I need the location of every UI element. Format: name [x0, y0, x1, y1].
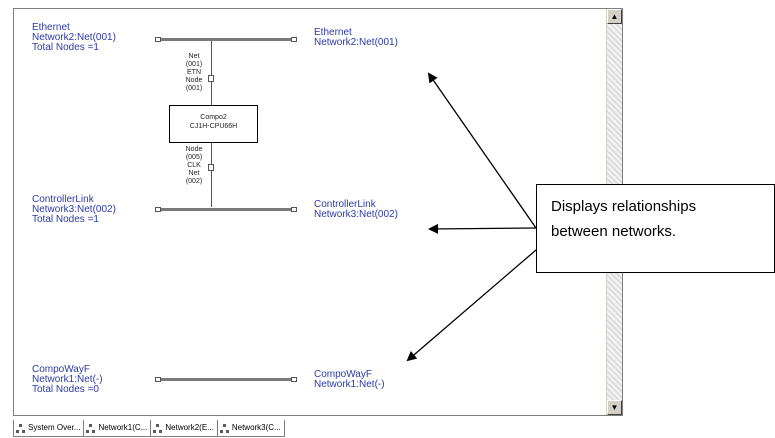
tab-network1[interactable]: Network1(C... [83, 420, 152, 437]
plc-node-box[interactable]: Compo2 CJ1H-CPU66H [169, 105, 258, 143]
node-label: Node [185, 146, 203, 153]
scroll-up-button[interactable]: ▲ [607, 9, 622, 24]
network-port-right[interactable] [291, 377, 297, 382]
node-count-label: Total Nodes =1 [32, 214, 99, 225]
network-port-left[interactable] [155, 37, 161, 42]
node-number: (005) [185, 154, 203, 161]
network-icon [219, 423, 230, 433]
view-tab-bar: System Over... Network1(C... Network2(E.… [13, 420, 285, 438]
tab-label: System Over... [28, 423, 81, 432]
network-type-label: Ethernet [314, 27, 352, 38]
node-label: Node [185, 77, 203, 84]
network-type-label: CompoWayF [32, 364, 90, 375]
compowayf-network-bus[interactable] [161, 378, 291, 381]
link-type: CLK [187, 162, 201, 169]
link-type: ETN [187, 69, 201, 76]
network-icon [86, 423, 96, 433]
annotation-callout: Displays relationships between networks. [536, 184, 775, 273]
network-icon [16, 423, 26, 433]
compowayf-network-info: CompoWayF Network1:Net(-) Total Nodes =0 [32, 365, 103, 395]
net-number: (001) [185, 61, 203, 68]
controllerlink-link-labels: Node (005) CLK Net (002) [181, 146, 207, 186]
network-port-right[interactable] [291, 37, 297, 42]
net-label: Net [188, 170, 200, 177]
controllerlink-unit-icon[interactable] [208, 164, 214, 171]
net-label: Net [188, 53, 200, 60]
node-count-label: Total Nodes =1 [32, 42, 99, 53]
ethernet-network-right-label: Ethernet Network2:Net(001) [314, 28, 398, 48]
controllerlink-network-bus[interactable] [161, 208, 291, 211]
tab-network3[interactable]: Network3(C... [216, 420, 285, 437]
network-id-label: Network3:Net(002) [32, 204, 116, 215]
tab-system-overview[interactable]: System Over... [13, 420, 85, 437]
network-id-label: Network3:Net(002) [314, 209, 398, 220]
callout-line-2: between networks. [551, 223, 677, 240]
network-type-label: CompoWayF [314, 369, 372, 380]
ethernet-connection-line [211, 41, 212, 105]
network-port-right[interactable] [291, 207, 297, 212]
network-type-label: ControllerLink [32, 194, 94, 205]
network-icon [153, 423, 163, 433]
tab-label: Network3(C... [231, 423, 281, 432]
tab-label: Network1(C... [98, 423, 148, 432]
tab-network2[interactable]: Network2(E... [150, 420, 218, 437]
compowayf-network-right-label: CompoWayF Network1:Net(-) [314, 370, 385, 390]
ethernet-network-bus[interactable] [161, 38, 291, 41]
network-id-label: Network2:Net(001) [32, 32, 116, 43]
network-type-label: ControllerLink [314, 199, 376, 210]
network-id-label: Network1:Net(-) [314, 379, 385, 390]
ethernet-link-labels: Net (001) ETN Node (001) [181, 53, 207, 93]
network-port-left[interactable] [155, 377, 161, 382]
cropped-heading-area [0, 0, 775, 5]
tab-label: Network2(E... [165, 423, 214, 432]
network-id-label: Network2:Net(001) [314, 37, 398, 48]
network-diagram-canvas: Ethernet Network2:Net(001) Total Nodes =… [14, 9, 608, 415]
network-type-label: Ethernet [32, 22, 70, 33]
node-count-label: Total Nodes =0 [32, 384, 99, 395]
node-number: (001) [185, 85, 203, 92]
controllerlink-network-info: ControllerLink Network3:Net(002) Total N… [32, 195, 116, 225]
controllerlink-network-right-label: ControllerLink Network3:Net(002) [314, 200, 398, 220]
network-port-left[interactable] [155, 207, 161, 212]
ethernet-network-info: Ethernet Network2:Net(001) Total Nodes =… [32, 23, 116, 53]
plc-model: CJ1H-CPU66H [189, 123, 238, 130]
plc-name: Compo2 [200, 114, 227, 121]
network-id-label: Network1:Net(-) [32, 374, 103, 385]
system-overview-window: Ethernet Network2:Net(001) Total Nodes =… [13, 8, 623, 416]
ethernet-unit-icon[interactable] [208, 75, 214, 82]
scroll-down-button[interactable]: ▼ [607, 400, 622, 415]
controllerlink-connection-line [211, 143, 212, 207]
net-number: (002) [185, 178, 203, 185]
callout-line-1: Displays relationships [551, 198, 697, 215]
